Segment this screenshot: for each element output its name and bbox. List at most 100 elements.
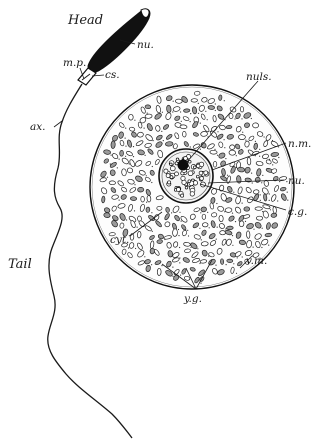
chromatin-granule <box>181 194 184 197</box>
cytoplasm-dot <box>125 128 126 129</box>
yolk-granule <box>121 169 126 176</box>
cytoplasm-dot <box>252 182 253 183</box>
label-head: Head <box>67 13 103 28</box>
nucleolus <box>178 160 189 171</box>
cytoplasm-dot <box>272 164 273 165</box>
yolk-granule <box>191 99 198 103</box>
cytoplasm-dot <box>201 239 202 240</box>
cytoplasm-dot <box>162 112 163 113</box>
cytoplasm-dot <box>199 228 200 229</box>
chromatin-granule <box>189 161 192 164</box>
yolk-granule <box>225 208 232 213</box>
yolk-granule <box>227 226 234 230</box>
yolk-granule <box>218 95 222 101</box>
cytoplasm-dot <box>200 149 201 150</box>
cytoplasm-dot <box>153 140 154 141</box>
yolk-granule <box>200 131 207 137</box>
cytoplasm-dot <box>235 221 236 222</box>
cytoplasm-dot <box>260 200 261 201</box>
cytoplasm-dot <box>259 156 260 157</box>
cytoplasm-dot <box>134 120 135 121</box>
cytoplasm-dot <box>107 177 108 178</box>
cytoplasm-dot <box>134 184 135 185</box>
chromatin-granule <box>199 171 203 175</box>
yolk-granule <box>229 150 236 155</box>
cytoplasm-dot <box>151 264 152 265</box>
yolk-granule <box>226 125 232 129</box>
cytoplasm-dot <box>227 175 228 176</box>
cytoplasm-dot <box>190 121 191 122</box>
yolk-granule <box>157 239 163 244</box>
cytoplasm-dot <box>236 155 237 156</box>
yolk-granule <box>101 196 105 203</box>
yolk-granule <box>111 141 116 149</box>
cytoplasm-dot <box>225 158 226 159</box>
cytoplasm-dot <box>287 200 288 201</box>
cytoplasm-dot <box>179 257 180 258</box>
chromatin-granule <box>170 176 173 179</box>
yolk-granule <box>201 241 208 246</box>
label-centrosome: cs. <box>105 69 120 81</box>
yolk-granule <box>103 212 110 218</box>
chromatin-granule <box>196 164 200 168</box>
yolk-granule <box>137 132 144 138</box>
cytoplasm-dot <box>178 235 179 236</box>
yolk-granule <box>255 207 262 210</box>
cytoplasm-dot <box>241 118 242 119</box>
cytoplasm-dot <box>216 239 217 240</box>
label-chromatin-granules: c.g. <box>288 206 307 218</box>
chromatin-granule <box>182 180 186 184</box>
chromatin-granule <box>168 181 171 184</box>
cytoplasm-dot <box>217 227 218 228</box>
cytoplasm-dot <box>187 230 188 231</box>
cytoplasm-dot <box>259 149 260 150</box>
label-yolk-granules: y.g. <box>183 293 202 305</box>
cytoplasm-dot <box>287 192 288 193</box>
cytoplasm-dot <box>232 235 233 236</box>
cytoplasm-dot <box>245 221 246 222</box>
cytoplasm-dot <box>233 263 234 264</box>
cytoplasm-dot <box>270 209 271 210</box>
yolk-granule <box>220 259 224 265</box>
yolk-granule <box>240 107 244 113</box>
cytoplasm-dot <box>242 132 243 133</box>
cytoplasm-dot <box>152 166 153 167</box>
yolk-granule <box>210 150 217 154</box>
yolk-granule <box>165 207 169 213</box>
yolk-granule <box>129 114 134 120</box>
yolk-granule <box>138 187 144 192</box>
yolk-granule <box>120 223 125 229</box>
label-tail: Tail <box>8 257 32 272</box>
chromatin-granule <box>190 192 194 196</box>
chromatin-granule <box>170 166 175 171</box>
yolk-granule <box>202 223 208 227</box>
cytoplasm-dot <box>200 283 201 284</box>
cytoplasm-dot <box>129 163 130 164</box>
cytoplasm-dot <box>232 213 233 214</box>
yolk-granule <box>213 161 217 167</box>
yolk-granule <box>180 125 187 129</box>
yolk-granule <box>202 214 206 219</box>
cytoplasm-dot <box>278 157 279 158</box>
cytoplasm-dot <box>253 247 254 248</box>
cytoplasm-dot <box>145 155 146 156</box>
cytoplasm-dot <box>224 100 225 101</box>
chromatin-granule <box>175 172 179 176</box>
cytoplasm-dot <box>144 128 145 129</box>
cytoplasm-dot <box>251 118 252 119</box>
cytoplasm-dot <box>199 263 200 264</box>
cytoplasm-dot <box>117 167 118 168</box>
yolk-granule <box>247 157 251 165</box>
cytoplasm-dot <box>171 212 172 213</box>
cytoplasm-dot <box>215 265 216 266</box>
cytoplasm-dot <box>261 247 262 248</box>
cytoplasm-dot <box>226 264 227 265</box>
yolk-granule <box>157 206 162 210</box>
yolk-granule <box>252 123 258 128</box>
cytoplasm-dot <box>179 247 180 248</box>
cytoplasm-dot <box>146 175 147 176</box>
cytoplasm-dot <box>163 140 164 141</box>
yolk-granule <box>120 150 124 156</box>
cytoplasm-dot <box>152 231 153 232</box>
